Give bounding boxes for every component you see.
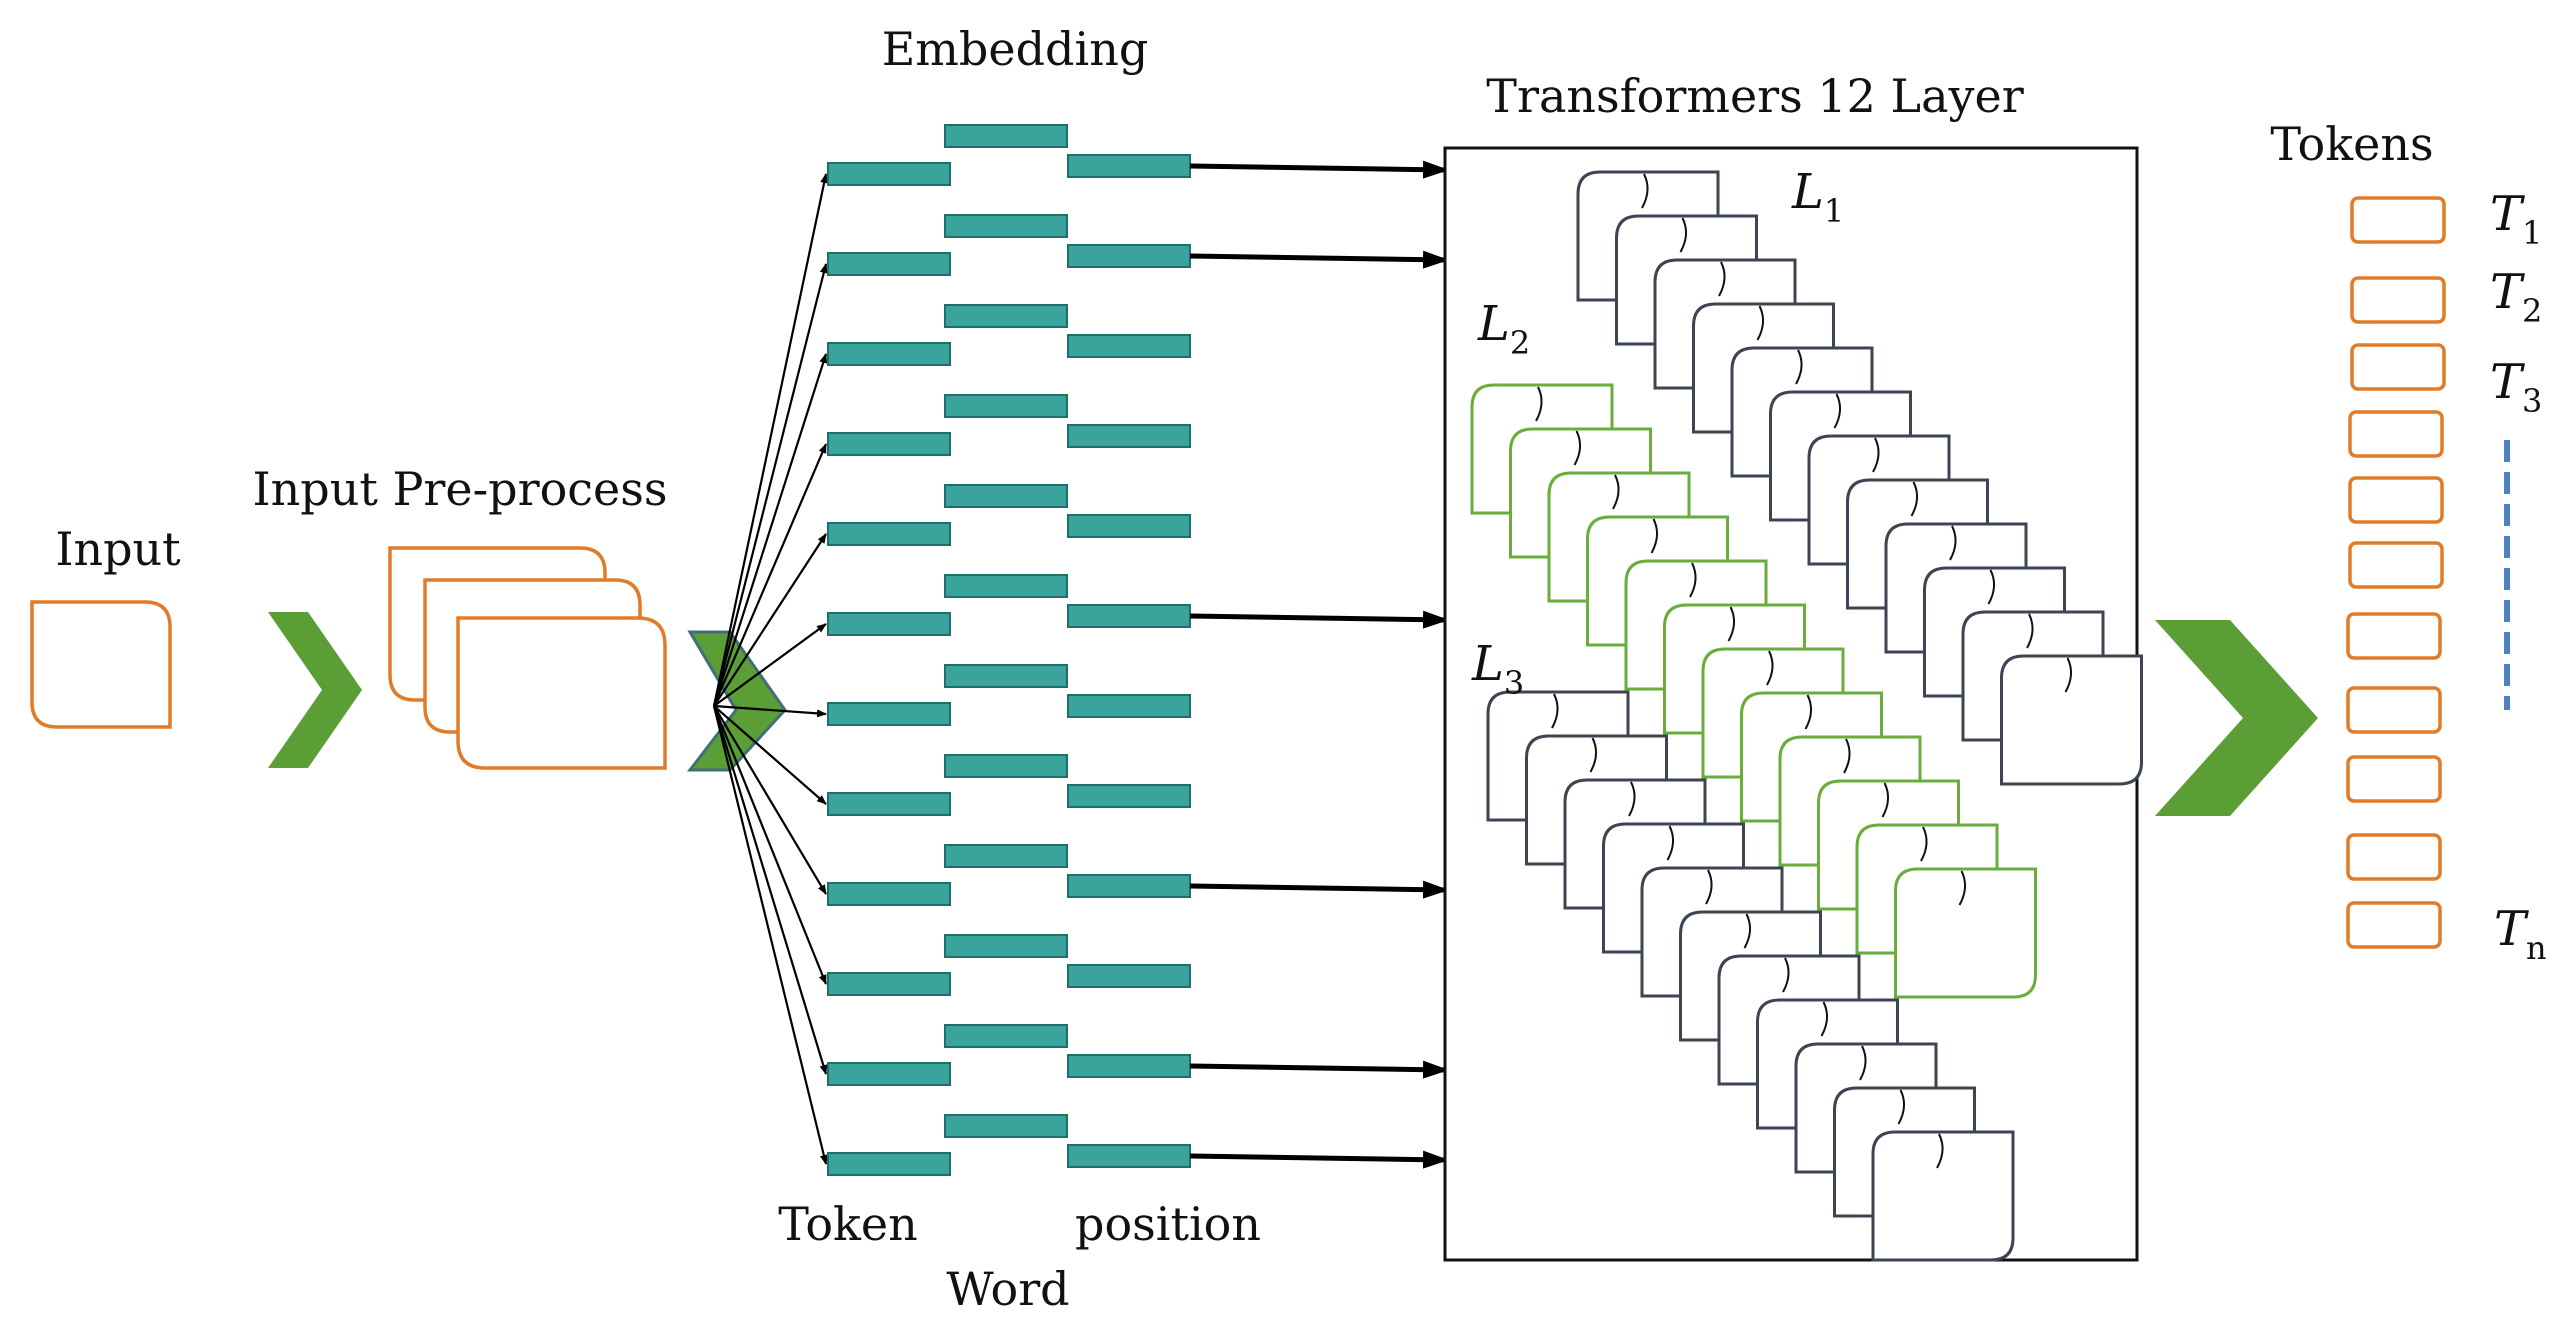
- token-embedding-bar: [827, 702, 951, 726]
- arrow-icon: [713, 704, 827, 718]
- arrow-icon: [712, 173, 829, 707]
- token-label-3: T3: [2490, 354, 2542, 420]
- token-box: [2346, 901, 2442, 949]
- token-box: [2346, 612, 2442, 660]
- arrow-icon: [1189, 1060, 1449, 1079]
- position-embedding-bar: [1067, 694, 1191, 718]
- token-box: [2348, 541, 2444, 589]
- preprocess-label: Input Pre-process: [252, 462, 667, 516]
- layer-stack: [1576, 170, 2143, 786]
- position-embedding-bar: [1067, 1054, 1191, 1078]
- token-embedding-bar: [827, 252, 951, 276]
- word-embedding-bar: [944, 124, 1068, 148]
- token-boxes: [2346, 196, 2446, 949]
- position-label: position: [1075, 1197, 1261, 1251]
- word-label: Word: [946, 1262, 1069, 1316]
- arrow-icon: [713, 623, 827, 707]
- word-embedding-bar: [944, 844, 1068, 868]
- tokens-label: Tokens: [2270, 117, 2433, 171]
- token-box: [2346, 833, 2442, 881]
- token-embedding-bar: [827, 882, 951, 906]
- token-label-1: T1: [2490, 186, 2542, 252]
- input-label: Input: [55, 522, 181, 576]
- token-box: [2350, 343, 2446, 391]
- embedding-bars: [827, 124, 1191, 1176]
- token-label: Token: [778, 1197, 918, 1251]
- token-embedding-bar: [827, 1062, 951, 1086]
- token-embedding-bar: [827, 342, 951, 366]
- word-embedding-bar: [944, 574, 1068, 598]
- token-box: [2350, 276, 2446, 324]
- position-embedding-bar: [1067, 334, 1191, 358]
- word-embedding-bar: [944, 1024, 1068, 1048]
- embedding-label: Embedding: [882, 22, 1149, 76]
- word-embedding-bar: [944, 754, 1068, 778]
- token-embedding-bar: [827, 792, 951, 816]
- arrow-icon: [713, 705, 827, 895]
- chevron-right-icon: [2155, 620, 2318, 816]
- position-embedding-bar: [1067, 784, 1191, 808]
- fan-out-arrows: [712, 173, 829, 1165]
- arrow-icon: [1189, 160, 1449, 179]
- layer-stack: [1470, 383, 2037, 999]
- token-embedding-bar: [827, 522, 951, 546]
- position-embedding-bar: [1067, 154, 1191, 178]
- word-embedding-bar: [944, 934, 1068, 958]
- arrow-icon: [1189, 880, 1449, 899]
- token-box: [2348, 476, 2444, 524]
- transformers-label: Transformers 12 Layer: [1486, 69, 2023, 123]
- preprocess-page-front: [456, 616, 667, 770]
- layer-label-3: L3: [1471, 636, 1524, 702]
- layer-stack: [1486, 690, 2015, 1262]
- arrow-icon: [1189, 250, 1449, 269]
- layer-label-2: L2: [1477, 296, 1530, 362]
- transformer-layers: [1470, 170, 2143, 1262]
- position-embedding-bar: [1067, 244, 1191, 268]
- token-embedding-bar: [827, 432, 951, 456]
- position-embedding-bar: [1067, 604, 1191, 628]
- token-box: [2346, 755, 2442, 803]
- position-embedding-bar: [1067, 514, 1191, 538]
- word-embedding-bar: [944, 664, 1068, 688]
- word-embedding-bar: [944, 214, 1068, 238]
- arrow-icon: [1189, 1150, 1449, 1169]
- position-embedding-bar: [1067, 424, 1191, 448]
- arrow-icon: [712, 705, 828, 985]
- arrow-icon: [712, 263, 828, 707]
- position-embedding-bar: [1067, 874, 1191, 898]
- token-label-2: T2: [2490, 264, 2542, 330]
- arrow-icon: [713, 533, 827, 707]
- word-embedding-bar: [944, 1114, 1068, 1138]
- attention-block: [1871, 1130, 2015, 1262]
- token-box: [2350, 196, 2446, 244]
- input-box: [30, 600, 172, 729]
- token-embedding-bar: [827, 612, 951, 636]
- position-embedding-bar: [1067, 1144, 1191, 1168]
- word-embedding-bar: [944, 484, 1068, 508]
- attention-block: [2000, 654, 2143, 786]
- arrow-icon: [712, 443, 828, 707]
- word-embedding-bar: [944, 304, 1068, 328]
- token-embedding-bar: [827, 1152, 951, 1176]
- position-embedding-bar: [1067, 964, 1191, 988]
- attention-block: [1894, 867, 2037, 999]
- arrow-icon: [712, 705, 828, 1075]
- arrow-icon: [1189, 610, 1449, 629]
- layer-label-1: L1: [1791, 164, 1844, 230]
- embedding-to-transformer-arrows: [1189, 160, 1449, 1169]
- arrow-icon: [712, 705, 828, 1165]
- token-box: [2346, 686, 2442, 734]
- chevron-right-icon: [268, 612, 362, 768]
- token-box: [2348, 410, 2444, 458]
- token-embedding-bar: [827, 972, 951, 996]
- word-embedding-bar: [944, 394, 1068, 418]
- arrow-icon: [713, 705, 827, 805]
- arrow-icon: [712, 353, 828, 707]
- token-embedding-bar: [827, 162, 951, 186]
- token-label-n: Tn: [2494, 901, 2547, 967]
